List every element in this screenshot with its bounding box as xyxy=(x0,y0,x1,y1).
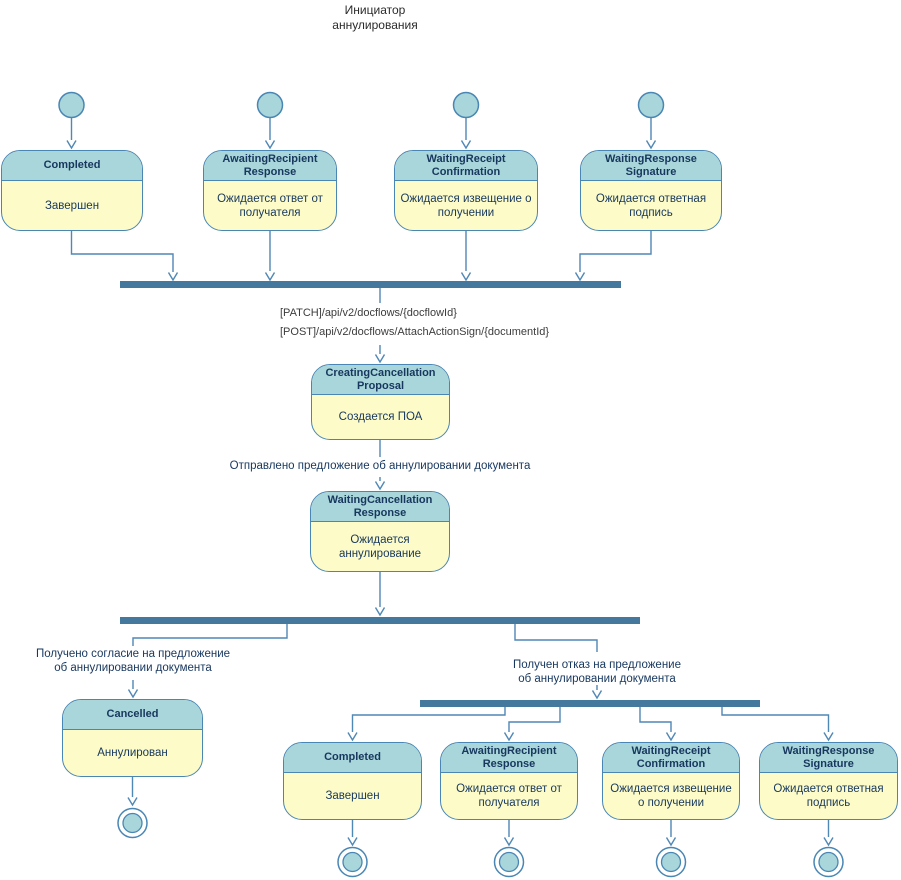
state-waiting-receipt-confirmation-bottom[interactable]: WaitingReceipt Confirmation Ожидается из… xyxy=(602,742,740,820)
api-post-call: [POST]/api/v2/docflows/AttachActionSign/… xyxy=(280,326,550,338)
state-title: CreatingCancellation Proposal xyxy=(312,365,449,395)
refusal-line1: Получен отказ на предложение xyxy=(512,659,681,671)
diagram-title-line2: аннулирования xyxy=(332,18,418,32)
connector-initial-to-awaiting-recipient xyxy=(264,118,276,150)
state-creating-cancellation-proposal[interactable]: CreatingCancellation Proposal Создается … xyxy=(311,364,450,440)
fork-bar-bottom[interactable] xyxy=(420,700,760,707)
initial-state-node[interactable] xyxy=(58,91,85,119)
connector-waiting-to-fork xyxy=(374,572,386,617)
connector-waiting-receipt-to-join xyxy=(460,231,472,282)
connector-to-fork-bottom xyxy=(591,685,603,700)
state-waiting-response-signature-bottom[interactable]: WaitingResponse Signature Ожидается отве… xyxy=(759,742,898,820)
state-description: Создается ПОА xyxy=(338,411,423,423)
state-description: Ожидается извещение о получении xyxy=(400,192,532,219)
connector-completed-bottom-to-final xyxy=(347,820,358,847)
diagram-title-line1: Инициатор xyxy=(344,3,406,17)
connector-initial-to-completed xyxy=(66,118,77,150)
diagram-title: Инициатор аннулирования xyxy=(295,3,455,33)
connector-fork-to-completed-bottom xyxy=(347,707,506,742)
connector-fork-to-waiting-receipt-bottom xyxy=(639,707,677,742)
state-completed-bottom[interactable]: Completed Завершен xyxy=(283,742,422,820)
transition-label-refusal-received: Получен отказ на предложение об аннулиро… xyxy=(499,659,695,686)
state-awaiting-recipient-response-bottom[interactable]: AwaitingRecipient Response Ожидается отв… xyxy=(440,742,578,820)
state-description: Ожидается извещение о получении xyxy=(610,783,732,809)
state-description: Аннулирован xyxy=(97,747,168,759)
connector-awaiting-bottom-to-final xyxy=(503,820,515,847)
state-cancelled[interactable]: Cancelled Аннулирован xyxy=(62,699,203,777)
connector-initial-to-waiting-receipt xyxy=(460,118,472,150)
connector-fork-to-waiting-signature-bottom xyxy=(721,707,834,742)
connector-initial-to-waiting-signature xyxy=(645,118,657,150)
final-state-node-core xyxy=(660,851,682,873)
initial-state-node[interactable] xyxy=(637,91,665,119)
state-title: WaitingResponse Signature xyxy=(581,151,721,181)
connector-receipt-bottom-to-final xyxy=(665,820,677,847)
transition-label-api-calls: [PATCH]/api/v2/docflows/{docflowId} [POS… xyxy=(280,304,549,342)
state-completed-top[interactable]: Completed Завершен xyxy=(1,150,143,231)
final-state-node-core xyxy=(818,851,839,873)
agreement-line2: об аннулировании документа xyxy=(54,661,212,674)
connector-fork-to-awaiting-recipient-bottom xyxy=(503,707,561,742)
state-waiting-response-signature-top[interactable]: WaitingResponse Signature Ожидается отве… xyxy=(580,150,722,231)
initial-state-node[interactable] xyxy=(256,91,284,119)
state-description: Ожидается аннулирование xyxy=(338,533,422,560)
state-waiting-receipt-confirmation-top[interactable]: WaitingReceipt Confirmation Ожидается из… xyxy=(394,150,538,231)
transition-label-proposal-sent: Отправлено предложение об аннулировании … xyxy=(229,460,531,472)
connector-waiting-signature-to-join xyxy=(574,231,652,282)
state-title: WaitingReceipt Confirmation xyxy=(603,743,739,773)
initial-state-node[interactable] xyxy=(452,91,480,119)
state-title: Completed xyxy=(2,151,142,181)
connector-awaiting-recipient-to-join xyxy=(264,231,276,282)
connector-to-creating-proposal xyxy=(374,345,386,364)
state-title: WaitingReceipt Confirmation xyxy=(395,151,537,181)
connector-cancelled-to-final xyxy=(127,777,138,807)
connector-to-cancelled xyxy=(127,680,139,699)
state-description: Завершен xyxy=(44,199,100,212)
state-title: WaitingResponse Signature xyxy=(760,743,897,773)
state-title: AwaitingRecipient Response xyxy=(441,743,577,773)
state-awaiting-recipient-response-top[interactable]: AwaitingRecipient Response Ожидается отв… xyxy=(203,150,337,231)
refusal-line2: об аннулировании документа xyxy=(518,672,676,685)
connector-completed-to-join xyxy=(70,231,179,282)
connector-refusal-route xyxy=(514,624,598,652)
agreement-line1: Получено согласие на предложение xyxy=(35,648,231,660)
state-description: Ожидается ответная подпись xyxy=(773,783,884,809)
state-title: WaitingCancellation Response xyxy=(311,492,449,522)
final-state-node-core xyxy=(498,851,520,873)
state-description: Завершен xyxy=(325,790,380,802)
connector-signature-bottom-to-final xyxy=(823,820,834,847)
fork-bar-decision[interactable] xyxy=(120,617,640,624)
final-state-node-core xyxy=(122,812,143,834)
state-description: Ожидается ответ от получателя xyxy=(456,783,562,809)
state-waiting-cancellation-response[interactable]: WaitingCancellation Response Ожидается а… xyxy=(310,491,450,572)
connector-to-waiting-cancellation xyxy=(374,477,386,491)
api-patch-call: [PATCH]/api/v2/docflows/{docflowId} xyxy=(280,307,457,319)
state-description: Ожидается ответная подпись xyxy=(595,192,707,219)
state-title: Cancelled xyxy=(63,700,202,730)
state-title: AwaitingRecipient Response xyxy=(204,151,336,181)
connector-agreement-route xyxy=(132,624,288,646)
transition-label-agreement-received: Получено согласие на предложение об анну… xyxy=(33,648,233,675)
join-bar-top[interactable] xyxy=(120,281,621,288)
state-title: Completed xyxy=(284,743,421,773)
state-description: Ожидается ответ от получателя xyxy=(217,192,323,219)
final-state-node-core xyxy=(342,851,363,873)
